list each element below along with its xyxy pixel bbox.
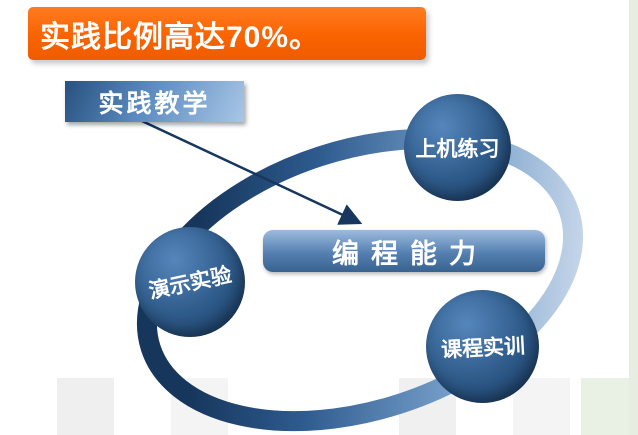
node-label: 课程实训 bbox=[440, 334, 526, 362]
node-circle-demo-experiment: 演示实验 bbox=[135, 227, 245, 337]
background-tile bbox=[57, 378, 114, 435]
node-circle-computer-practice: 上机练习 bbox=[404, 94, 511, 201]
edge-strip bbox=[629, 0, 638, 435]
node-label: 演示实验 bbox=[146, 263, 234, 304]
node-label: 上机练习 bbox=[415, 137, 500, 161]
title-banner: 实践比例高达70%。 bbox=[28, 7, 426, 60]
programming-ability-text: 编程能力 bbox=[332, 238, 488, 269]
background-tile bbox=[513, 378, 570, 435]
node-circle-course-training: 课程实训 bbox=[426, 290, 539, 403]
title-text: 实践比例高达70%。 bbox=[40, 20, 321, 54]
practice-teaching-label: 实践教学 bbox=[65, 81, 244, 122]
programming-ability-box: 编程能力 bbox=[263, 230, 545, 272]
background-tile bbox=[581, 378, 638, 435]
orbit-ring bbox=[136, 128, 584, 432]
practice-teaching-text: 实践教学 bbox=[98, 89, 211, 118]
arrow-connector bbox=[141, 119, 363, 225]
